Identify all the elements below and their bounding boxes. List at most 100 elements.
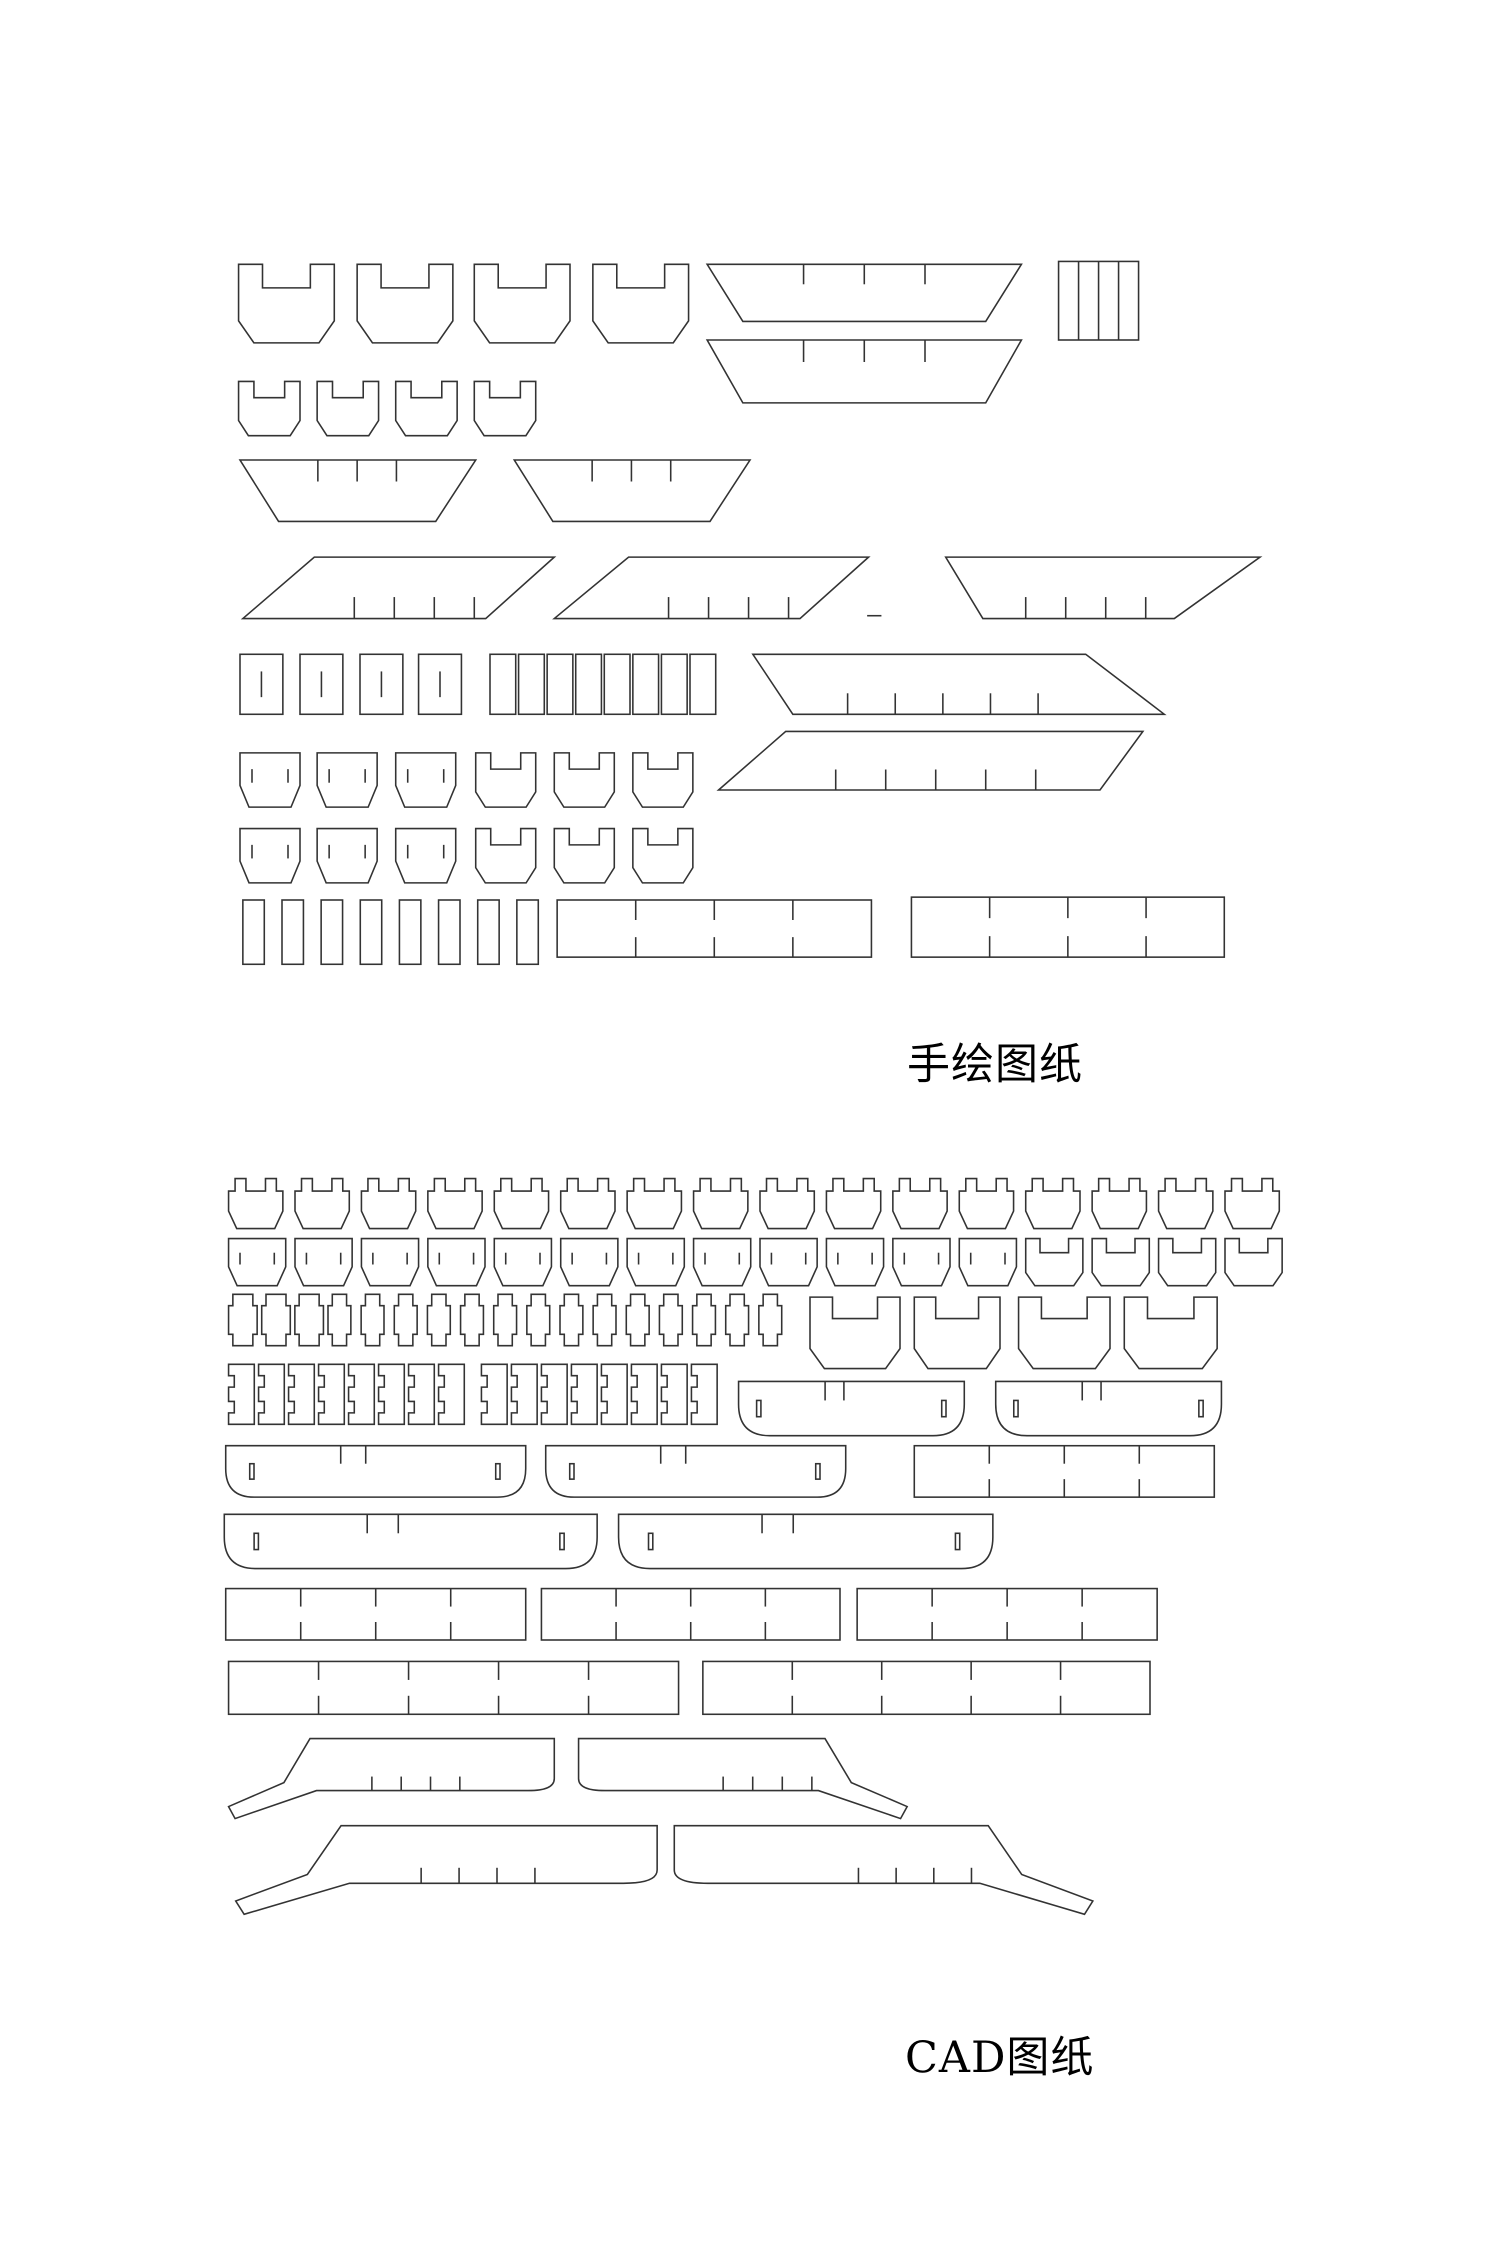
tab-strip	[758, 1293, 783, 1347]
u-part	[237, 380, 301, 437]
strip-part	[437, 899, 461, 966]
cad-drawing-caption: CAD图纸	[905, 2033, 1095, 2083]
curved-part	[234, 1824, 658, 1916]
tab-strip	[360, 1293, 385, 1347]
rounded-part	[617, 1513, 994, 1570]
plate-part	[239, 752, 301, 808]
plate-part	[227, 1237, 287, 1287]
tab-strip	[625, 1293, 650, 1347]
slot	[954, 1532, 961, 1551]
u-part	[632, 752, 694, 808]
u-part	[474, 827, 537, 884]
plate-part	[360, 1237, 420, 1287]
comb-part	[437, 1363, 466, 1426]
parallelogram-part	[716, 730, 1145, 791]
plate-part	[316, 827, 378, 884]
strip-part	[398, 899, 422, 966]
tab-strip	[227, 1293, 258, 1347]
plate-part	[427, 1237, 486, 1287]
u-part	[1091, 1237, 1151, 1287]
tab-part	[692, 1177, 749, 1230]
block-part	[689, 653, 717, 716]
u-part	[1123, 1296, 1218, 1370]
u-part	[632, 827, 694, 884]
slot	[568, 1462, 575, 1480]
plate-part	[394, 752, 457, 808]
parallelogram-part	[552, 556, 871, 620]
plate-part	[559, 1237, 619, 1287]
tab-part	[294, 1177, 351, 1230]
rounded-part	[737, 1380, 966, 1437]
rounded-part	[994, 1380, 1223, 1437]
block-part	[489, 653, 517, 716]
u-part	[913, 1296, 1001, 1370]
tab-part	[1091, 1177, 1148, 1230]
curved-part	[227, 1737, 556, 1820]
plate-part	[316, 752, 378, 808]
parallelogram-part	[751, 653, 1167, 716]
tab-part	[1024, 1177, 1081, 1230]
u-part	[356, 263, 454, 344]
comb-part	[540, 1363, 568, 1426]
hand-drawn-parts	[237, 260, 1263, 966]
strip-part	[359, 899, 383, 966]
comb-part	[630, 1363, 658, 1426]
tab-part	[892, 1177, 948, 1230]
u-part	[1157, 1237, 1217, 1287]
plate-part	[692, 1237, 752, 1287]
comb-part	[600, 1363, 628, 1426]
block-part	[417, 653, 463, 716]
tab-part	[360, 1177, 417, 1230]
comb-part	[660, 1363, 688, 1426]
u-part	[1024, 1237, 1084, 1287]
strip-part	[516, 899, 540, 966]
curved-part	[577, 1737, 909, 1820]
comb-part	[570, 1363, 598, 1426]
tab-strip	[526, 1293, 551, 1347]
comb-part	[407, 1363, 436, 1426]
tab-part	[427, 1177, 483, 1230]
comb-part	[510, 1363, 538, 1426]
tab-strip	[393, 1293, 418, 1347]
slot	[248, 1462, 255, 1480]
tab-strip	[691, 1293, 717, 1347]
tab-part	[227, 1177, 284, 1230]
slot	[253, 1532, 260, 1551]
plate-part	[394, 827, 457, 884]
tab-part	[559, 1177, 616, 1230]
rounded-part	[544, 1444, 847, 1498]
tab-strip	[592, 1293, 617, 1347]
plate-part	[958, 1237, 1018, 1287]
tab-part	[825, 1177, 882, 1230]
block-part	[546, 653, 574, 716]
slot	[755, 1399, 762, 1418]
u-part	[553, 827, 616, 884]
u-part	[474, 752, 537, 808]
strip-part	[476, 899, 500, 966]
parallelogram-part	[944, 556, 1263, 620]
block-part	[632, 653, 660, 716]
block-part	[660, 653, 688, 716]
plate-part	[759, 1237, 818, 1287]
u-part	[394, 380, 458, 437]
u-part	[473, 263, 571, 344]
u-part	[1224, 1237, 1283, 1287]
comb-part	[317, 1363, 346, 1426]
block-part	[299, 653, 344, 716]
u-part	[592, 263, 690, 344]
slot	[559, 1532, 565, 1551]
strip-part	[320, 899, 344, 966]
rounded-part	[224, 1444, 527, 1498]
tab-strip	[426, 1293, 452, 1347]
comb-part	[690, 1363, 718, 1426]
u-part	[316, 380, 380, 437]
strip-part	[242, 899, 266, 966]
plate-part	[239, 827, 301, 884]
tab-strip	[260, 1293, 292, 1347]
comb-part	[377, 1363, 406, 1426]
plate-part	[892, 1237, 951, 1287]
u-part	[1017, 1296, 1111, 1370]
comb-part	[257, 1363, 286, 1426]
tab-strip	[492, 1293, 518, 1347]
